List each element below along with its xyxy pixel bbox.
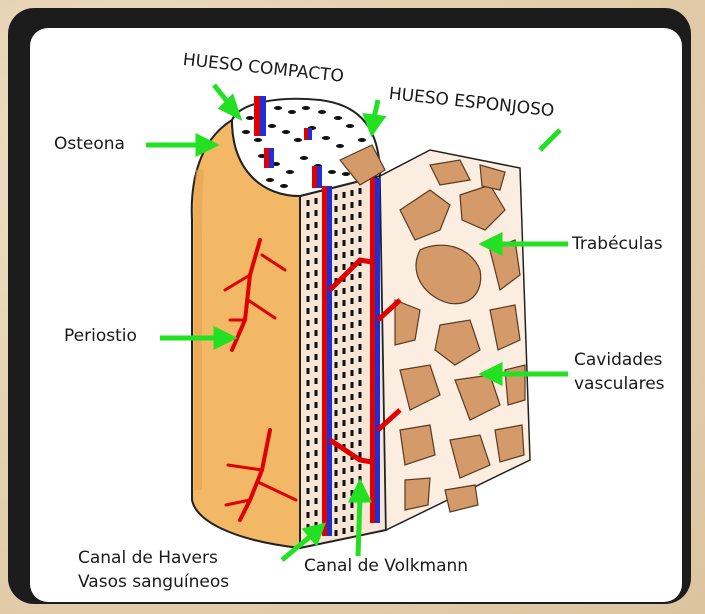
label-canal-havers: Canal de Havers bbox=[78, 548, 218, 568]
label-cavidades: Cavidades bbox=[574, 350, 662, 370]
label-canal-volkmann: Canal de Volkmann bbox=[304, 556, 468, 576]
label-periostio: Periostio bbox=[64, 326, 137, 346]
label-trabeculas: Trabéculas bbox=[572, 234, 663, 254]
label-vasos-sanguineos: Vasos sanguíneos bbox=[78, 572, 229, 592]
label-vasculares: vasculares bbox=[574, 374, 665, 394]
label-osteona: Osteona bbox=[54, 134, 125, 154]
